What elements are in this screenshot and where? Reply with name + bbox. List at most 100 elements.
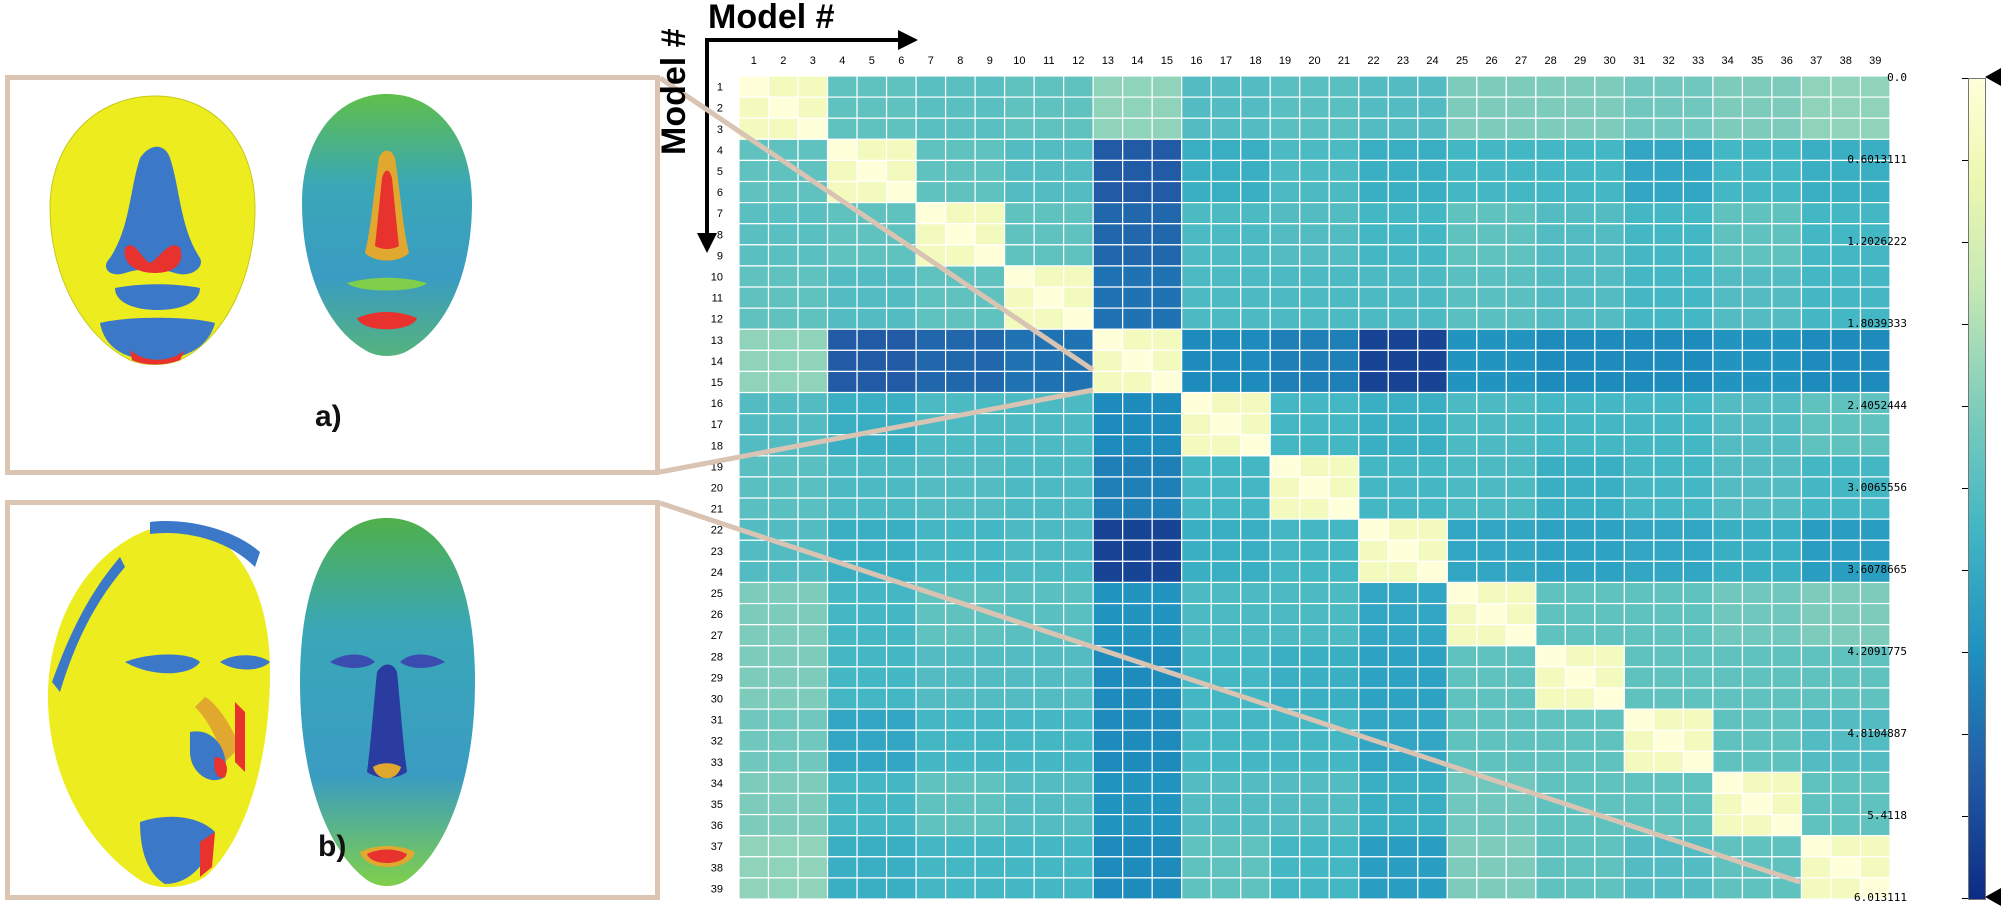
- heatmap-cell: [944, 813, 976, 837]
- heatmap-cell: [1328, 180, 1360, 204]
- heatmap-cell: [1417, 666, 1448, 689]
- heatmap-cell: [1092, 877, 1124, 900]
- heatmap-cell: [885, 813, 917, 837]
- heatmap-cell: [1269, 729, 1301, 752]
- heatmap-cell: [1682, 202, 1714, 225]
- heatmap-cell: [1505, 624, 1537, 647]
- heatmap-cell: [885, 518, 917, 541]
- heatmap-cell: [1712, 434, 1744, 457]
- heatmap-cell: [1741, 455, 1773, 478]
- heatmap-cell: [974, 518, 1006, 541]
- heatmap-cell: [826, 413, 858, 436]
- heatmap-cell: [1210, 645, 1242, 668]
- heatmap-cell: [1328, 434, 1360, 457]
- heatmap-cell: [1741, 729, 1773, 752]
- heatmap-cell: [1210, 328, 1242, 351]
- heatmap-cell: [1063, 856, 1094, 879]
- heatmap-cell: [1269, 202, 1301, 225]
- heatmap-cell: [1004, 244, 1035, 267]
- heatmap-cell: [1417, 729, 1448, 752]
- heatmap-cell: [915, 349, 947, 373]
- heatmap-cell: [767, 265, 799, 288]
- heatmap-cell: [1004, 455, 1035, 478]
- heatmap-cell: [1446, 666, 1478, 689]
- heatmap-cell: [1122, 96, 1153, 119]
- heatmap-cell: [1387, 244, 1419, 267]
- heatmap-cell: [1653, 223, 1685, 246]
- heatmap-cell: [1004, 560, 1035, 584]
- heatmap-cell: [1092, 581, 1124, 605]
- heatmap-cell: [1240, 476, 1271, 499]
- heatmap-cell: [1800, 813, 1832, 837]
- heatmap-cell: [944, 138, 976, 162]
- heatmap-cell: [1741, 813, 1773, 837]
- heatmap-cell: [944, 708, 976, 731]
- heatmap-cell: [1122, 666, 1153, 689]
- colorbar-tick-mark: [1962, 652, 1968, 653]
- heatmap-cell: [1358, 286, 1389, 309]
- heatmap-cell: [767, 856, 799, 879]
- heatmap-cell: [1033, 138, 1065, 162]
- x-tick-label: 35: [1751, 55, 1763, 67]
- heatmap-cell: [1623, 180, 1655, 204]
- heatmap-cell: [1004, 497, 1035, 520]
- heatmap-cell: [1240, 307, 1271, 330]
- heatmap-cell: [1712, 180, 1744, 204]
- heatmap-cell: [767, 750, 799, 773]
- heatmap-cell: [1830, 370, 1862, 394]
- heatmap-cell: [1830, 771, 1862, 795]
- heatmap-cell: [1240, 75, 1271, 98]
- heatmap-cell: [1092, 138, 1124, 162]
- heatmap-cell: [1505, 96, 1537, 119]
- x-tick-label: 1: [751, 55, 757, 67]
- heatmap-cell: [1800, 349, 1832, 373]
- y-tick-label: 21: [711, 504, 723, 516]
- heatmap-cell: [1358, 497, 1389, 520]
- heatmap-cell: [1004, 413, 1035, 436]
- heatmap-cell: [738, 792, 770, 816]
- heatmap-cell: [1741, 560, 1773, 584]
- y-tick-label: 23: [711, 546, 723, 558]
- connector-b-top: [659, 500, 1801, 885]
- heatmap-cell: [1328, 244, 1360, 267]
- heatmap-cell: [1594, 244, 1625, 267]
- heatmap-cell: [767, 75, 799, 98]
- heatmap-cell: [1122, 813, 1153, 837]
- heatmap-cell: [738, 813, 770, 837]
- heatmap-cell: [1564, 96, 1596, 119]
- heatmap-cell: [1151, 223, 1183, 246]
- colorbar-top-arrow: [1985, 68, 2001, 86]
- heatmap-cell: [1712, 455, 1744, 478]
- heatmap-cell: [944, 159, 976, 183]
- heatmap-cell: [1181, 771, 1212, 795]
- heatmap-cell: [1800, 455, 1832, 478]
- heatmap-cell: [797, 75, 829, 98]
- heatmap-cell: [1122, 117, 1153, 140]
- heatmap-cell: [1594, 117, 1625, 140]
- heatmap-cell: [797, 729, 829, 752]
- heatmap-cell: [1269, 560, 1301, 584]
- heatmap-cell: [1476, 687, 1507, 710]
- heatmap-cell: [797, 835, 829, 858]
- heatmap-cell: [1181, 286, 1212, 309]
- heatmap-cell: [1240, 159, 1271, 183]
- heatmap-cell: [1653, 750, 1685, 773]
- heatmap-cell: [1417, 286, 1448, 309]
- heatmap-cell: [1092, 180, 1124, 204]
- y-tick-label: 22: [711, 525, 723, 537]
- heatmap-cell: [826, 624, 858, 647]
- heatmap-cell: [1328, 96, 1360, 119]
- heatmap-cell: [1800, 307, 1832, 330]
- heatmap-cell: [1151, 581, 1183, 605]
- heatmap-cell: [1387, 560, 1419, 584]
- heatmap-cell: [1299, 602, 1330, 626]
- heatmap-cell: [1063, 434, 1094, 457]
- heatmap-cell: [1859, 265, 1891, 288]
- heatmap-cell: [1771, 813, 1803, 837]
- heatmap-cell: [1446, 117, 1478, 140]
- heatmap-cell: [1063, 666, 1094, 689]
- y-tick-label: 4: [717, 145, 723, 157]
- heatmap-cell: [1269, 286, 1301, 309]
- heatmap-cell: [1269, 413, 1301, 436]
- y-tick-label: 20: [711, 483, 723, 495]
